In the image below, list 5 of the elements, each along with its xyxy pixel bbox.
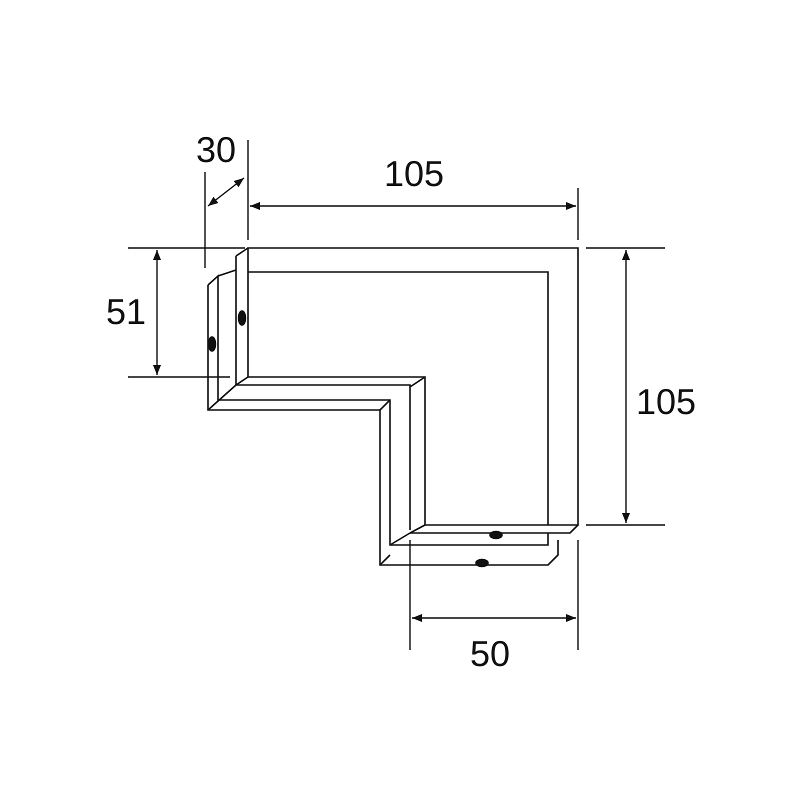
dimension-label: 105 xyxy=(384,156,444,192)
dimension-label: 50 xyxy=(470,636,510,672)
dimension-label: 51 xyxy=(106,294,146,330)
dimension-label: 30 xyxy=(196,132,236,168)
dimension-label: 105 xyxy=(636,384,696,420)
